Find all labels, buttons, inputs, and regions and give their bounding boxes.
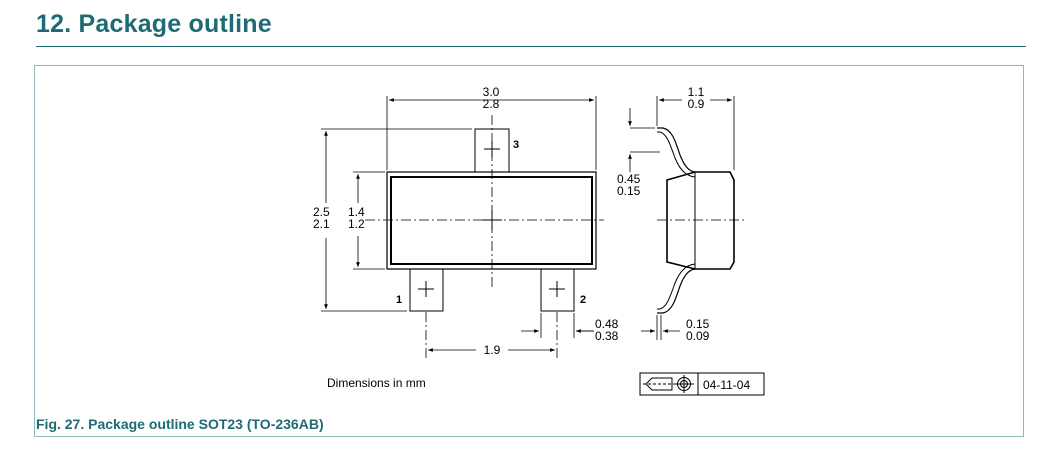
- issue-date: 04-11-04: [703, 378, 750, 392]
- extension-lines: [321, 96, 597, 338]
- section-title-text: Package outline: [78, 10, 272, 38]
- pin-labels: 3 1 2: [396, 139, 586, 306]
- projection-cone-icon: [643, 377, 676, 391]
- dimension-lines: [324, 98, 594, 352]
- side-lower-lead: [657, 268, 696, 314]
- side-body-outline: [666, 171, 735, 270]
- projection-symbol-box: [639, 372, 765, 396]
- top-width-max: 3.0: [483, 85, 500, 99]
- lead-thickness-min: 0.09: [686, 329, 710, 343]
- figure-caption: Fig. 27. Package outline SOT23 (TO-236AB…: [36, 416, 324, 432]
- total-height-min: 2.1: [313, 217, 330, 231]
- side-view: [657, 127, 735, 314]
- lead-length-min: 0.15: [617, 184, 641, 198]
- top-width-min: 2.8: [483, 97, 500, 111]
- section-rule: [36, 46, 1026, 47]
- pin-1-label: 1: [396, 294, 402, 306]
- dimensions-note: Dimensions in mm: [327, 376, 426, 390]
- pin-2-lead: [540, 268, 575, 312]
- lead-length-max: 0.45: [617, 172, 641, 186]
- side-upper-lead: [657, 127, 696, 173]
- pin-2-label: 2: [580, 294, 586, 306]
- lead-width-min: 0.38: [595, 329, 619, 343]
- total-height-max: 2.5: [313, 205, 330, 219]
- body-outline-inner: [390, 176, 593, 265]
- figure-frame: [34, 65, 1024, 437]
- body-height-max: 1.4: [348, 205, 365, 219]
- side-width-min: 0.9: [688, 97, 705, 111]
- section-number: 12.: [36, 10, 72, 38]
- pin-pitch: 1.9: [484, 343, 501, 357]
- lead-thickness-max: 0.15: [686, 317, 710, 331]
- body-height-min: 1.2: [348, 217, 365, 231]
- side-dimensions: [628, 96, 735, 340]
- centerlines: [365, 115, 745, 358]
- lead-width-max: 0.48: [595, 317, 619, 331]
- pin-1-lead: [409, 268, 444, 312]
- section-heading: 12. Package outline: [36, 10, 272, 39]
- projection-circle-icon: [675, 375, 694, 393]
- side-width-max: 1.1: [688, 85, 705, 99]
- pin-3-label: 3: [513, 139, 519, 151]
- dimension-labels: 3.0 2.8 2.5 2.1 1.4 1.2 1.9 0.48 0.38 1.…: [313, 85, 710, 357]
